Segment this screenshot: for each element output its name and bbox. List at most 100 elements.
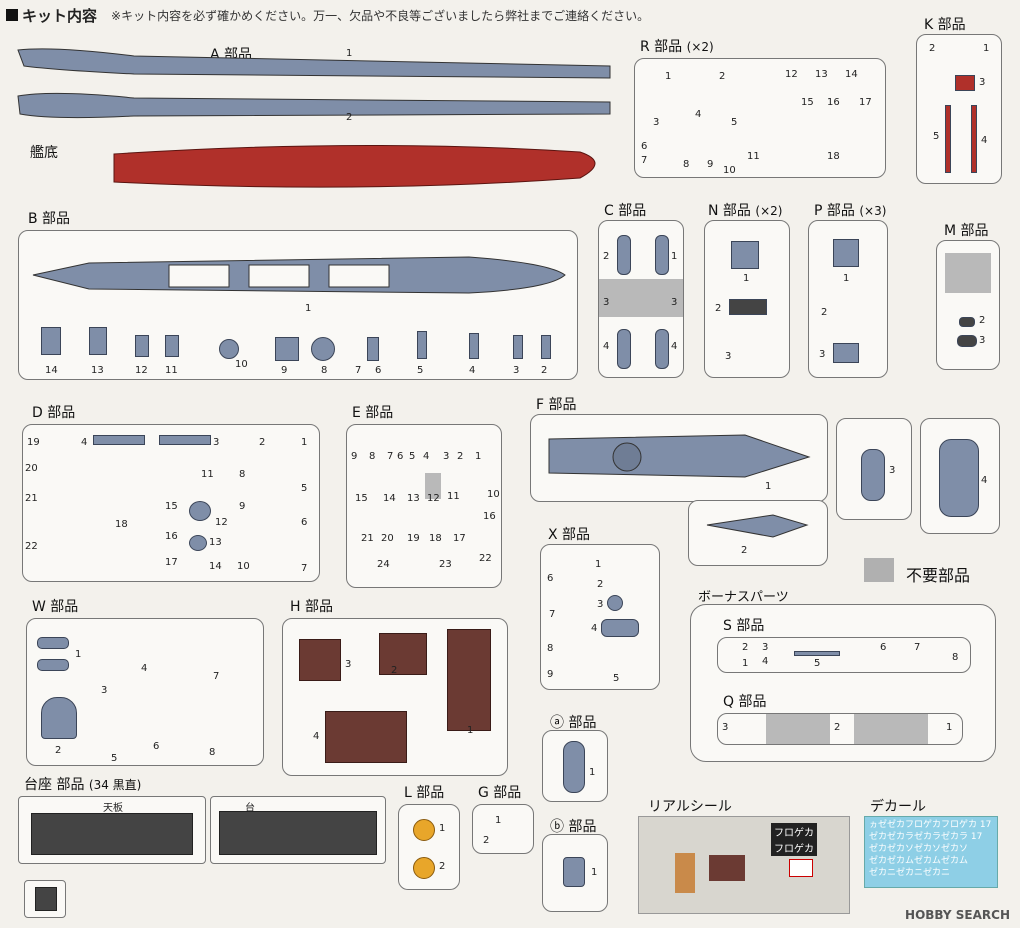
s-num-7: 7 <box>914 642 921 653</box>
d-num-18: 18 <box>115 519 128 530</box>
frame-h: 3 2 1 4 <box>282 618 508 776</box>
h-num-2: 2 <box>391 665 398 676</box>
b-num-7: 7 <box>355 365 362 376</box>
x-num-9: 9 <box>547 669 554 680</box>
r-num-7: 7 <box>641 155 648 166</box>
x-num-6: 6 <box>547 573 554 584</box>
a-hull-halves <box>17 48 611 119</box>
a-circle-num-1: 1 <box>589 767 596 778</box>
r-num-14: 14 <box>845 69 858 80</box>
seal-text-1: フロゲカ <box>771 823 817 840</box>
f-part-3 <box>861 449 885 501</box>
g-num-2: 2 <box>483 835 490 846</box>
b-num-2: 2 <box>541 365 548 376</box>
x-num-7: 7 <box>549 609 556 620</box>
r-num-15: 15 <box>801 97 814 108</box>
b-num-9: 9 <box>281 365 288 376</box>
d-num-4: 4 <box>81 437 88 448</box>
d-part-13 <box>189 535 207 551</box>
r-num-8: 8 <box>683 159 690 170</box>
q-unneeded-a <box>766 714 830 744</box>
p-part-1 <box>833 239 859 267</box>
w-num-4: 4 <box>141 663 148 674</box>
d-num-7: 7 <box>301 563 308 574</box>
e-num-5: 5 <box>409 451 416 462</box>
frame-f2: 2 <box>688 500 828 566</box>
r-num-13: 13 <box>815 69 828 80</box>
c-part-4a <box>617 329 631 369</box>
e-num-22: 22 <box>479 553 492 564</box>
seal-sheet: フロゲカ フロゲカ <box>638 816 850 914</box>
seal-wood-deck <box>675 853 695 893</box>
frame-f1: 1 <box>530 414 828 502</box>
k-num-2: 2 <box>929 43 936 54</box>
f-num-2: 2 <box>741 545 748 556</box>
w-part-2 <box>41 697 77 739</box>
e-num-9: 9 <box>351 451 358 462</box>
m-num-3: 3 <box>979 335 986 346</box>
label-bonus: ボーナスパーツ <box>698 590 789 605</box>
d-num-9: 9 <box>239 501 246 512</box>
frame-b-circle: 1 <box>542 834 608 912</box>
frame-a-circle: 1 <box>542 730 608 802</box>
e-num-17: 17 <box>453 533 466 544</box>
f-part-2 <box>706 514 809 538</box>
stand-small-part <box>35 887 57 911</box>
r-num-18: 18 <box>827 151 840 162</box>
c-unneeded-area <box>599 279 683 317</box>
s-num-6: 6 <box>880 642 887 653</box>
n-num-2: 2 <box>715 303 722 314</box>
h-part-2 <box>379 633 427 675</box>
x-num-3: 3 <box>597 599 604 610</box>
e-num-1: 1 <box>475 451 482 462</box>
page-title: キット内容 <box>22 6 98 25</box>
w-num-1: 1 <box>75 649 82 660</box>
e-num-23: 23 <box>439 559 452 570</box>
m-part-3 <box>957 335 977 347</box>
b-part-3 <box>513 335 523 359</box>
e-unneeded-12 <box>425 473 441 499</box>
b-num-6: 6 <box>375 365 382 376</box>
d-num-12: 12 <box>215 517 228 528</box>
frame-q: 3 2 1 <box>717 713 963 745</box>
frame-c: 2 1 3 3 4 4 <box>598 220 684 378</box>
e-num-19: 19 <box>407 533 420 544</box>
k-part-4 <box>971 105 977 173</box>
b-part-12 <box>135 335 149 357</box>
f-num-4: 4 <box>981 475 988 486</box>
stand-top-label: 天板 <box>103 803 123 814</box>
frame-stand-small <box>24 880 66 918</box>
b-num-5: 5 <box>417 365 424 376</box>
l-part-1 <box>413 819 435 841</box>
q-unneeded-b <box>854 714 928 744</box>
w-num-6: 6 <box>153 741 160 752</box>
e-num-4: 4 <box>423 451 430 462</box>
label-r-text: R 部品 <box>640 39 683 55</box>
decal-sheet: ヵゼゼカフロゲカフロゲカ 17 ゼカゼカラゼカラゼカラ 17 ゼカゼカソゼカソゼ… <box>864 816 998 888</box>
label-stand-text: 台座 部品 <box>24 777 85 793</box>
r-num-2: 2 <box>719 71 726 82</box>
b-num-10: 10 <box>235 359 248 370</box>
k-part-3 <box>955 75 975 91</box>
b-num-1: 1 <box>305 303 312 314</box>
e-num-24: 24 <box>377 559 390 570</box>
frame-m: 2 3 <box>936 240 1000 370</box>
decal-row-3: ゼカゼカソゼカソゼカソ <box>869 844 969 854</box>
w-num-5: 5 <box>111 753 118 764</box>
label-s: S 部品 <box>723 618 765 634</box>
label-w: W 部品 <box>32 599 79 615</box>
w-part-1a <box>37 637 69 649</box>
m-num-2: 2 <box>979 315 986 326</box>
h-part-4 <box>325 711 407 763</box>
b-part-6 <box>367 337 379 361</box>
label-f: F 部品 <box>536 397 577 413</box>
c-part-2 <box>617 235 631 275</box>
b-part-5 <box>417 331 427 359</box>
b-num-3: 3 <box>513 365 520 376</box>
label-k: K 部品 <box>924 17 966 33</box>
label-p-mult: (×3) <box>859 204 887 218</box>
f-part-4 <box>939 439 979 517</box>
label-stand-note: (34 黒直) <box>88 778 142 792</box>
g-num-1: 1 <box>495 815 502 826</box>
label-d: D 部品 <box>32 405 76 421</box>
